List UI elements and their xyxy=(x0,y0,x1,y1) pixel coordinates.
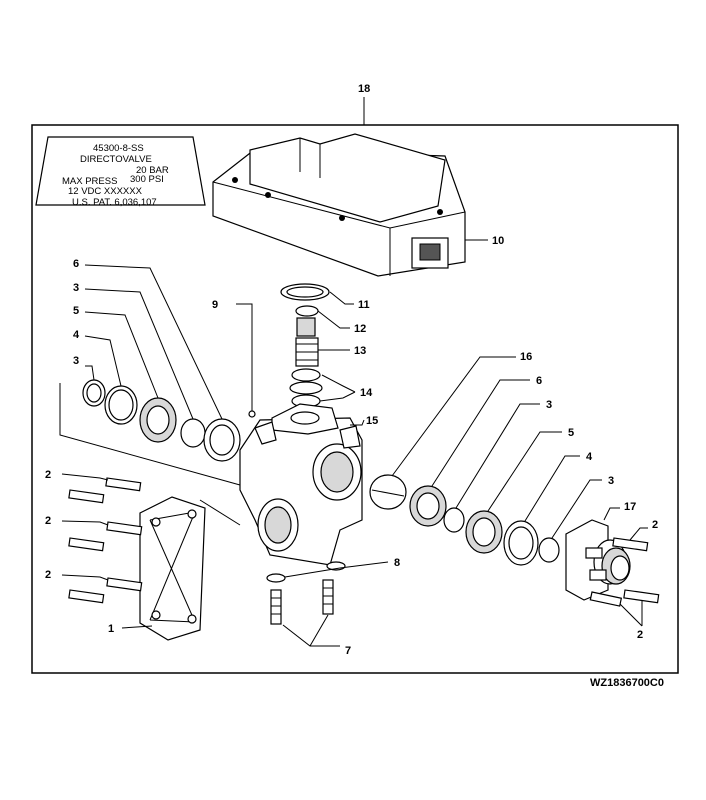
left-bolts xyxy=(68,477,143,604)
callout-2e: 2 xyxy=(637,629,643,641)
callout-18: 18 xyxy=(358,83,370,95)
callout-10: 10 xyxy=(492,235,504,247)
callout-7: 7 xyxy=(345,645,351,657)
callout-6b: 6 xyxy=(536,375,542,387)
callout-13: 13 xyxy=(354,345,366,357)
nameplate-line5: 12 VDC XXXXXX xyxy=(68,186,143,197)
nameplate: 45300-8-SS DIRECTOVALVE 20 BAR MAX PRESS… xyxy=(35,136,206,208)
stem-assembly xyxy=(280,283,330,408)
right-bolts xyxy=(589,537,660,607)
nameplate-line2: DIRECTOVALVE xyxy=(80,154,152,165)
callout-16: 16 xyxy=(520,351,532,363)
callout-3a: 3 xyxy=(73,282,79,294)
callout-17: 17 xyxy=(624,501,636,513)
valve-body xyxy=(239,403,363,566)
figure-id: WZ1836700C0 xyxy=(590,677,664,689)
nameplate-line4b: 300 PSI xyxy=(130,174,164,185)
callout-2d: 2 xyxy=(652,519,658,531)
nameplate-line6: U.S. PAT. 6,036,107 xyxy=(72,197,157,208)
callout-14: 14 xyxy=(360,387,373,399)
callout-5b: 5 xyxy=(568,427,574,439)
nameplate-line1: 45300-8-SS xyxy=(93,143,144,154)
left-seal-stack xyxy=(82,379,241,462)
right-flange xyxy=(565,519,631,601)
callout-15: 15 xyxy=(366,415,378,427)
callout-5a: 5 xyxy=(73,305,79,317)
callout-3c: 3 xyxy=(546,399,552,411)
callout-4b: 4 xyxy=(586,451,593,463)
callout-4a: 4 xyxy=(73,329,80,341)
solenoid-cover xyxy=(212,133,466,277)
callout-9: 9 xyxy=(212,299,218,311)
callout-2a: 2 xyxy=(45,469,51,481)
callout-6a: 6 xyxy=(73,258,79,270)
nameplate-line3: 20 BAR xyxy=(136,165,169,176)
callout-1: 1 xyxy=(108,623,114,635)
mounting-hardware xyxy=(266,561,346,625)
nameplate-line4a: MAX PRESS xyxy=(62,176,117,187)
left-flange-plate xyxy=(139,496,206,641)
callout-3b: 3 xyxy=(73,355,79,367)
right-seal-stack xyxy=(369,474,560,566)
diagram-frame xyxy=(31,124,679,674)
callout-2b: 2 xyxy=(45,515,51,527)
callout-2c: 2 xyxy=(45,569,51,581)
callout-12: 12 xyxy=(354,323,366,335)
callout-11: 11 xyxy=(358,299,370,311)
callout-8: 8 xyxy=(394,557,400,569)
callout-3d: 3 xyxy=(608,475,614,487)
